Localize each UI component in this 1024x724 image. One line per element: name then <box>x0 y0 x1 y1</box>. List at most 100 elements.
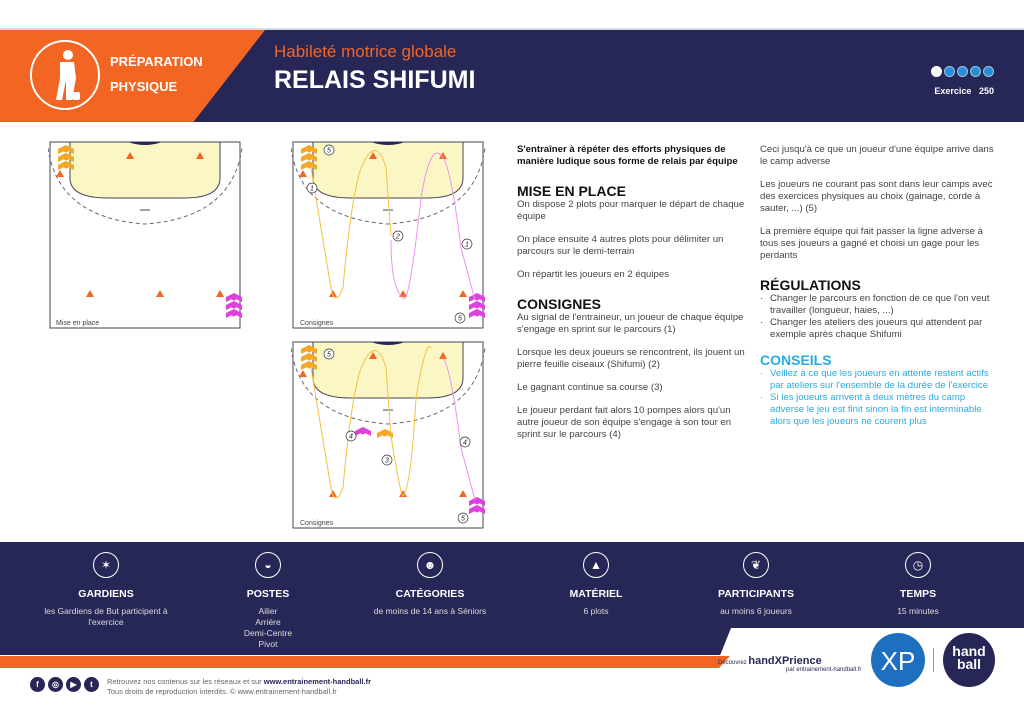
facebook-icon[interactable]: f <box>30 677 45 692</box>
pink-team-path <box>390 152 476 301</box>
category-line1: PRÉPARATION <box>110 54 203 69</box>
step-marker <box>345 430 357 442</box>
info-title: MATÉRIEL <box>569 588 623 600</box>
info-text: les Gardiens de But participent à l'exer… <box>44 606 168 627</box>
cone-icon <box>369 352 377 359</box>
paragraph: Au signal de l'entraineur, un joueur de … <box>517 312 744 335</box>
conseils-list: Veillez à ce que les joueurs en attente … <box>760 368 1000 428</box>
paragraph: Ceci jusqu'à ce que un joueur d'une équi… <box>760 144 994 167</box>
exercise-number: Exercice 250 <box>934 86 994 96</box>
cone-icon <box>216 290 224 297</box>
cone-icon <box>329 490 337 497</box>
handxp-text: handXPrience <box>748 655 822 667</box>
diagram-label: Mise en place <box>56 320 100 327</box>
regulations-list: Changer le parcours en fonction de ce qu… <box>760 293 1000 341</box>
player-dot <box>306 363 312 369</box>
player-dot <box>474 303 480 309</box>
cone-icon <box>459 290 467 297</box>
step-marker <box>461 238 473 250</box>
step-marker-number: 4 <box>463 440 467 447</box>
player-dot <box>63 155 69 161</box>
youtube-icon[interactable]: ▶ <box>66 677 81 692</box>
exercise-number-value: 250 <box>978 86 994 96</box>
info-text: 6 plots <box>583 606 609 616</box>
cone-icon <box>299 170 307 177</box>
difficulty-ball-icon <box>931 66 942 77</box>
footer-text: Retrouvez nos contenus sur les réseaux e… <box>107 677 371 697</box>
logo-divider <box>933 648 934 672</box>
section-title-consignes: CONSIGNES <box>517 296 602 312</box>
player-dot <box>231 303 237 309</box>
goal <box>371 142 405 145</box>
player-dot <box>474 295 480 301</box>
step-marker-number: 5 <box>461 516 465 523</box>
player-dot <box>306 147 312 153</box>
section-title-conseils: CONSEILS <box>760 352 832 368</box>
website-link[interactable]: www.entrainement-handball.fr <box>263 677 371 686</box>
list-item: Changer le parcours en fonction de ce qu… <box>760 293 1000 317</box>
difficulty-ball-icon <box>944 66 955 77</box>
paragraph: On place ensuite 4 autres plots pour dél… <box>517 234 724 257</box>
cone-icon <box>439 152 447 159</box>
step-marker <box>392 230 404 242</box>
cone-icon <box>156 290 164 297</box>
cone-icon <box>86 290 94 297</box>
step-marker <box>323 144 335 156</box>
player-dot <box>306 355 312 361</box>
orange-team-path <box>310 346 432 499</box>
step-marker <box>459 436 471 448</box>
fitness-logo-icon <box>30 40 100 110</box>
clock-icon: ◷ <box>905 552 931 578</box>
player-dot <box>63 147 69 153</box>
difficulty-ball-icon <box>970 66 981 77</box>
step-marker <box>381 454 393 466</box>
step-marker <box>457 512 469 524</box>
difficulty-rating <box>931 66 994 77</box>
cone-icon <box>329 290 337 297</box>
player-dot <box>63 163 69 169</box>
info-title: GARDIENS <box>78 588 134 600</box>
cone-icon <box>56 170 64 177</box>
xp-logo[interactable]: XP <box>871 633 925 687</box>
list-item: Veillez à ce que les joueurs en attente … <box>760 368 1000 392</box>
discover-text: Découvrez <box>718 660 747 666</box>
paragraph: Lorsque les deux joueurs se rencontrent,… <box>517 347 745 370</box>
paragraph: Le gagnant continue sa course (3) <box>517 382 663 393</box>
player-dot <box>474 507 480 513</box>
players-icon: ☻ <box>417 552 443 578</box>
paragraph: Le joueur perdant fait alors 10 pompes a… <box>517 405 732 440</box>
header-banner: PRÉPARATION PHYSIQUE Habileté motrice gl… <box>0 30 1024 122</box>
goalkeeper-icon: ✶ <box>93 552 119 578</box>
cone-icon <box>399 490 407 497</box>
info-title: CATÉGORIES <box>395 588 465 600</box>
exercise-label: Exercice <box>934 86 972 96</box>
step-marker <box>306 182 318 194</box>
section-title-regulations: RÉGULATIONS <box>760 277 861 293</box>
step-marker-number: 5 <box>327 352 331 359</box>
info-title: TEMPS <box>899 588 937 600</box>
info-gardiens: ✶ GARDIENS les Gardiens de But participent… <box>26 552 186 628</box>
step-marker-number: 5 <box>458 316 462 323</box>
text-column-right: Ceci jusqu'à ce que un joueur d'une équi… <box>760 144 1000 440</box>
list-item: Si les joueurs arrivent à deux mètres du… <box>760 392 1000 428</box>
section-title-mise-en-place: MISE EN PLACE <box>517 183 626 199</box>
text-column-left: S'entraîner à répéter des efforts physiq… <box>517 144 753 452</box>
participants-icon: ❦ <box>743 552 769 578</box>
step-marker-number: 3 <box>385 458 389 465</box>
step-marker-number: 4 <box>349 434 353 441</box>
player-dot <box>306 163 312 169</box>
entrainement-handball-logo[interactable]: hand ball <box>943 633 995 687</box>
info-text: au moins 6 joueurs <box>720 606 792 616</box>
instagram-icon[interactable]: ◎ <box>48 677 63 692</box>
cone-icon <box>299 370 307 377</box>
twitter-icon[interactable]: t <box>84 677 99 692</box>
diagram-consignes-2: 5 4 4 3 5 <box>291 341 486 529</box>
step-marker-number: 5 <box>327 148 331 155</box>
